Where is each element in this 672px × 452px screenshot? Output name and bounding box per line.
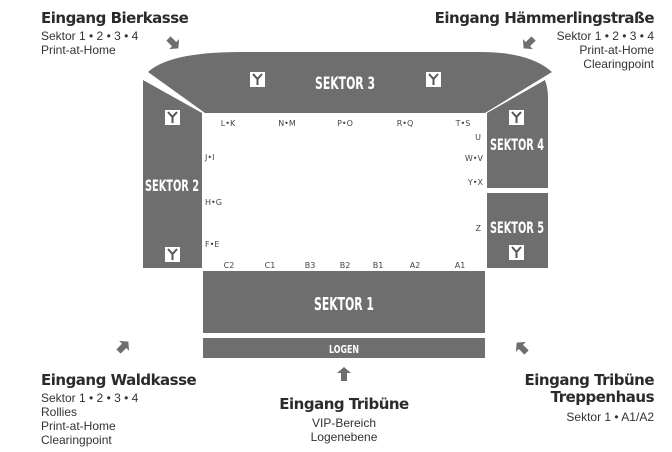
block-label: L•K — [221, 119, 236, 128]
sector-3-label: SEKTOR 3 — [315, 74, 375, 94]
arrow-bierkasse-icon — [166, 36, 180, 50]
sector-4-stand[interactable] — [487, 80, 548, 188]
arrow-treppenhaus-icon — [515, 341, 529, 355]
entrance-line: Print-at-Home — [579, 43, 654, 58]
sector-1-label: SEKTOR 1 — [314, 294, 374, 315]
entrance-title: Eingang Hämmerlingstraße — [434, 9, 655, 27]
block-label: R•Q — [397, 119, 414, 128]
sector-4-label: SEKTOR 4 — [490, 135, 544, 154]
block-label: P•O — [337, 119, 353, 128]
block-label: N•M — [278, 119, 296, 128]
block-label: B3 — [305, 261, 316, 270]
facility-icon — [165, 110, 180, 125]
entrance-haemmerling: Eingang Hämmerlingstraße Sektor 1 • 2 • … — [434, 9, 655, 72]
sector-1-stand[interactable] — [203, 271, 485, 333]
logen-stand[interactable] — [203, 338, 485, 358]
block-label: Z — [476, 224, 482, 233]
entrance-waldkasse: Eingang Waldkasse Sektor 1 • 2 • 3 • 4 R… — [41, 371, 197, 447]
block-label: W•V — [465, 154, 484, 163]
block-label: Y•X — [467, 178, 484, 187]
entrance-line: Clearingpoint — [583, 56, 654, 71]
block-label: F•E — [205, 240, 219, 249]
entrance-line: Sektor 1 • 2 • 3 • 4 — [556, 29, 654, 44]
facility-icon — [165, 247, 180, 262]
entrance-treppenhaus: Eingang Tribüne Treppenhaus Sektor 1 • A… — [524, 371, 655, 424]
facility-icon — [426, 72, 441, 87]
entrance-line: Print-at-Home — [41, 418, 116, 433]
block-label: C1 — [265, 261, 276, 270]
block-label: A1 — [455, 261, 466, 270]
entrance-line: VIP-Bereich — [311, 416, 377, 431]
entrance-line: Rollies — [41, 405, 78, 420]
block-label: C2 — [224, 261, 235, 270]
entrance-tribuene: Eingang Tribüne VIP-Bereich Logenebene — [264, 395, 424, 445]
block-label: H•G — [205, 198, 222, 207]
sector-3-stand[interactable] — [148, 52, 552, 113]
entrance-title: Eingang Bierkasse — [41, 9, 189, 27]
block-label: J•I — [204, 153, 214, 162]
entrance-title: Eingang Waldkasse — [41, 371, 197, 389]
logen-label: LOGEN — [329, 343, 359, 356]
entrance-line: Sektor 1 • 2 • 3 • 4 — [41, 29, 139, 44]
entrance-line: Sektor 1 • 2 • 3 • 4 — [41, 391, 139, 406]
entrance-line: Clearingpoint — [41, 432, 112, 447]
facility-icon — [250, 72, 265, 87]
entrance-line: Sektor 1 • A1/A2 — [566, 409, 654, 424]
facility-icon — [509, 245, 524, 260]
entrance-line: Logenebene — [310, 430, 378, 445]
entrance-bierkasse: Eingang Bierkasse Sektor 1 • 2 • 3 • 4 P… — [41, 9, 189, 58]
entrance-title: Eingang Tribüne — [279, 395, 409, 413]
block-label: B1 — [373, 261, 384, 270]
block-label: T•S — [455, 119, 471, 128]
block-label: U — [475, 133, 481, 142]
entrance-title: Eingang Tribüne — [524, 371, 655, 389]
arrow-haemmerling-icon — [522, 36, 536, 50]
block-label: A2 — [410, 261, 421, 270]
sector-2-stand[interactable] — [143, 80, 202, 268]
arrow-tribuene-icon — [337, 367, 351, 381]
sector-5-label: SEKTOR 5 — [490, 218, 544, 237]
arrow-waldkasse-icon — [116, 340, 130, 354]
entrance-title: Treppenhaus — [550, 388, 655, 407]
entrance-line: Print-at-Home — [41, 43, 116, 58]
sector-2-label: SEKTOR 2 — [145, 176, 199, 195]
block-label: B2 — [340, 261, 351, 270]
facility-icon — [509, 110, 524, 125]
